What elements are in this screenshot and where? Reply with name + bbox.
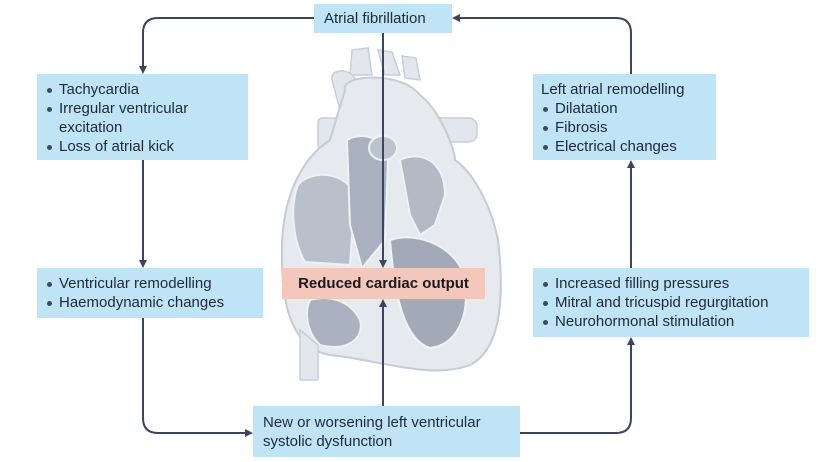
- lv-dysfunction-box: New or worsening left ventricular systol…: [253, 406, 520, 457]
- arrow-ventricular-to-dysfunction: [142, 318, 253, 437]
- list-item: Ventricular remodelling: [45, 274, 255, 293]
- arrow-dysfunction-to-pressures: [520, 337, 635, 434]
- list-item: Increased filling pressures: [541, 274, 801, 293]
- arrow-af-to-tachycardia: [139, 17, 314, 74]
- reduced-cardiac-output-box: Reduced cardiac output: [282, 268, 485, 299]
- reduced-cardiac-output-label: Reduced cardiac output: [298, 275, 469, 292]
- atrial-fibrillation-box: Atrial fibrillation: [314, 4, 452, 33]
- left-atrial-remodelling-heading: Left atrial remodelling: [541, 81, 685, 98]
- list-item: Fibrosis: [541, 118, 708, 137]
- list-item: Neurohormonal stimulation: [541, 312, 801, 331]
- list-item: Mitral and tricuspid regurgitation: [541, 293, 801, 312]
- filling-pressures-box: Increased filling pressures Mitral and t…: [533, 268, 809, 337]
- lv-dysfunction-label: New or worsening left ventricular systol…: [263, 414, 481, 450]
- list-item: Haemodynamic changes: [45, 293, 255, 312]
- flow-arrows: [139, 14, 635, 437]
- list-item: Loss of atrial kick: [45, 137, 240, 156]
- list-item: Dilatation: [541, 99, 708, 118]
- ventricular-remodelling-box: Ventricular remodelling Haemodynamic cha…: [37, 268, 263, 318]
- heart-illustration: [280, 47, 502, 381]
- list-item: Irregular ventricular excitation: [45, 99, 240, 137]
- left-atrial-remodelling-box: Left atrial remodelling Dilatation Fibro…: [533, 74, 716, 160]
- arrow-remodelling-to-af: [452, 14, 632, 74]
- atrial-fibrillation-label: Atrial fibrillation: [324, 10, 426, 27]
- list-item: Electrical changes: [541, 137, 708, 156]
- list-item: Tachycardia: [45, 80, 240, 99]
- af-consequences-box: Tachycardia Irregular ventricular excita…: [37, 74, 248, 160]
